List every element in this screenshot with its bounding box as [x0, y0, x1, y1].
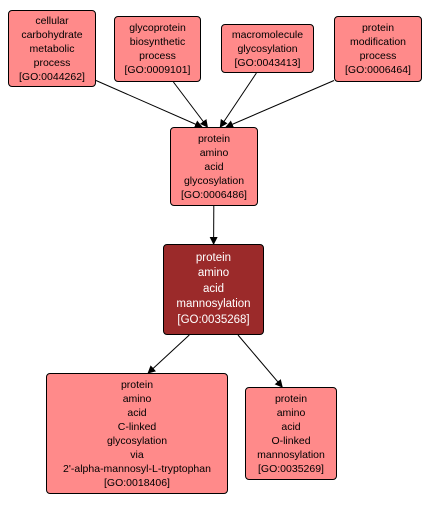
edge-n6-to-n8 — [237, 334, 283, 388]
edge-n4-to-n5 — [225, 80, 335, 128]
edge-n3-to-n5 — [219, 72, 257, 128]
edge-n6-to-n7 — [147, 334, 190, 374]
node-line: biosynthetic — [129, 36, 186, 48]
node-line: amino — [276, 406, 306, 419]
node-line: C-linked — [117, 420, 157, 433]
edge-n2-to-n5 — [173, 81, 209, 128]
node-go-0009101[interactable]: glycoprotein biosynthetic process [GO:00… — [114, 16, 201, 82]
node-line: glycosylation — [183, 174, 245, 187]
node-go-id: [GO:0009101] — [124, 64, 191, 76]
node-go-0006464[interactable]: protein modification process [GO:0006464… — [334, 16, 422, 82]
node-go-0018406[interactable]: protein amino acid C-linked glycosylatio… — [46, 373, 228, 494]
node-go-id: [GO:0006486] — [181, 188, 247, 201]
node-go-id: [GO:0044262] — [19, 70, 85, 83]
node-line: amino — [122, 392, 152, 405]
node-go-id: [GO:0035269] — [258, 462, 324, 475]
node-line: modification — [349, 36, 407, 48]
node-line: protein — [361, 22, 395, 34]
node-line: glycoprotein — [129, 22, 186, 34]
node-line: protein — [274, 392, 308, 405]
node-go-id: [GO:0018406] — [104, 476, 170, 489]
node-line: protein — [120, 378, 154, 391]
node-line: cellular — [35, 14, 69, 27]
node-line: O-linked — [271, 434, 311, 447]
node-go-id: [GO:0035268] — [177, 313, 250, 326]
node-line: acid — [281, 420, 301, 433]
node-go-0044262[interactable]: cellular carbohydrate metabolic process … — [8, 10, 96, 87]
node-line: process — [359, 50, 397, 62]
node-line: 2'-alpha-mannosyl-L-tryptophan — [63, 462, 211, 475]
node-line: acid — [127, 406, 147, 419]
node-line: acid — [204, 160, 224, 173]
node-go-id: [GO:0043413] — [234, 56, 301, 69]
node-line: glycosylation — [106, 434, 168, 447]
node-go-0035268-focus[interactable]: protein amino acid mannosylation [GO:003… — [163, 244, 264, 335]
node-line: acid — [202, 282, 225, 295]
node-line: process — [33, 56, 71, 69]
node-line: via — [130, 448, 144, 461]
node-go-0035269[interactable]: protein amino acid O-linked mannosylatio… — [245, 387, 337, 480]
node-go-0006486[interactable]: protein amino acid glycosylation [GO:000… — [170, 127, 258, 206]
node-go-id: [GO:0006464] — [345, 64, 411, 76]
node-go-0043413[interactable]: macromolecule glycosylation [GO:0043413] — [221, 24, 314, 73]
node-line: amino — [199, 146, 229, 159]
node-line: metabolic — [29, 42, 75, 55]
node-line: carbohydrate — [21, 28, 83, 41]
node-line: protein — [197, 132, 231, 145]
node-line: protein — [195, 251, 232, 264]
node-line: mannosylation — [257, 448, 325, 461]
node-line: macromolecule — [231, 28, 304, 41]
edge-n1-to-n5 — [95, 80, 203, 128]
node-line: process — [139, 50, 176, 62]
node-line: mannosylation — [176, 298, 251, 311]
node-line: amino — [197, 267, 230, 280]
node-line: glycosylation — [237, 42, 298, 55]
